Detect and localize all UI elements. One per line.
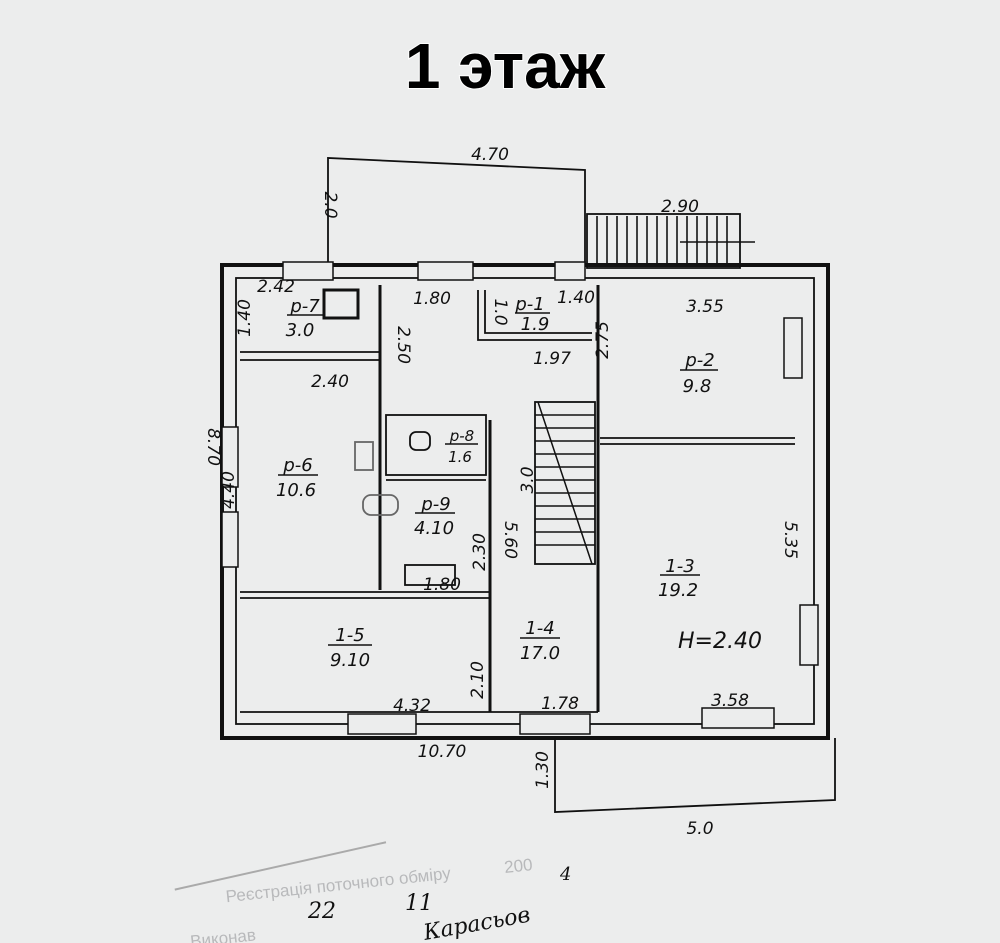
dim-r9-width: 1.80 xyxy=(423,575,461,595)
dim-r4-lower: 2.10 xyxy=(468,661,488,699)
dim-porch-top-width: 4.70 xyxy=(471,145,509,165)
room-labels xyxy=(278,312,718,646)
dim-total-depth: 8.70 xyxy=(203,428,223,466)
floor-title: 1 этаж xyxy=(405,30,606,102)
dim-total-width: 10.70 xyxy=(418,742,467,762)
dim-hall-top: 1.80 xyxy=(413,289,451,309)
stamp-executed: Виконав xyxy=(189,925,256,943)
signature-year: 4 xyxy=(559,864,571,885)
dim-r9-height: 2.30 xyxy=(470,533,490,571)
dim-r6-width: 2.40 xyxy=(311,372,349,392)
dim-r2-width: 3.55 xyxy=(686,297,724,317)
dim-r6-height: 4.40 xyxy=(219,471,239,509)
dim-r4-height: 5.60 xyxy=(500,521,520,559)
room-1-4-id: 1-4 xyxy=(525,618,554,639)
dim-r1-height: 1.0 xyxy=(490,298,510,325)
dim-stairs-width: 2.90 xyxy=(661,197,699,217)
room-r9-id: р-9 xyxy=(420,494,450,515)
room-r8-area: 1.6 xyxy=(448,448,472,466)
room-1-3-area: 19.2 xyxy=(658,580,698,601)
bathtub-icon xyxy=(362,494,399,516)
room-1-5-area: 9.10 xyxy=(330,650,370,671)
staircase xyxy=(534,401,596,565)
sink-icon xyxy=(354,441,374,471)
room-1-5-id: 1-5 xyxy=(335,625,364,646)
room-r1-id: р-1 xyxy=(514,294,544,315)
room-r7-id: р-7 xyxy=(289,296,320,317)
signature-month: 11 xyxy=(405,891,433,916)
stove-icon xyxy=(322,288,360,320)
dim-hall-side: 2.50 xyxy=(393,326,413,364)
room-r1-area: 1.9 xyxy=(521,314,550,335)
dim-r7-width: 2.42 xyxy=(257,277,295,297)
entrance-stairs xyxy=(586,213,755,269)
dimension-labels: 4.70 2.0 2.90 1.40 2.42 1.80 1.0 1.40 2.… xyxy=(203,145,800,839)
ceiling-height: Н=2.40 xyxy=(678,629,762,654)
dim-r7-height: 1.40 xyxy=(235,299,255,337)
room-1-4-area: 17.0 xyxy=(520,643,560,664)
dim-r3-height: 5.35 xyxy=(780,521,800,559)
room-r2-id: р-2 xyxy=(684,350,714,371)
dim-r5-width: 4.32 xyxy=(393,696,431,716)
room-r2-area: 9.8 xyxy=(683,376,712,397)
room-1-3-id: 1-3 xyxy=(665,556,694,577)
dim-r3-width: 3.58 xyxy=(711,691,749,711)
dim-r1-width: 1.40 xyxy=(557,288,595,308)
room-r9-area: 4.10 xyxy=(414,518,454,539)
shower-icon xyxy=(404,564,456,586)
dim-r4-width: 1.78 xyxy=(541,694,579,714)
dim-r2-height: 2.75 xyxy=(593,321,613,359)
dim-porch-bottom-width: 5.0 xyxy=(686,819,713,839)
dim-porch-bottom-depth: 1.30 xyxy=(533,751,553,789)
toilet-icon xyxy=(409,431,431,451)
windows xyxy=(221,261,819,735)
room-r8-id: р-8 xyxy=(449,427,474,445)
dim-r1-bottom: 1.97 xyxy=(533,349,571,369)
room-r6-area: 10.6 xyxy=(276,480,316,501)
dim-porch-top-depth: 2.0 xyxy=(320,191,340,218)
interior-walls xyxy=(240,285,795,713)
signature-day: 22 xyxy=(307,899,336,924)
fixtures xyxy=(322,288,456,586)
stamp-year-part: 200 xyxy=(503,855,533,877)
dim-stair-length: 3.0 xyxy=(518,466,538,493)
room-r7-area: 3.0 xyxy=(286,320,315,341)
room-r6-id: р-6 xyxy=(282,455,312,476)
